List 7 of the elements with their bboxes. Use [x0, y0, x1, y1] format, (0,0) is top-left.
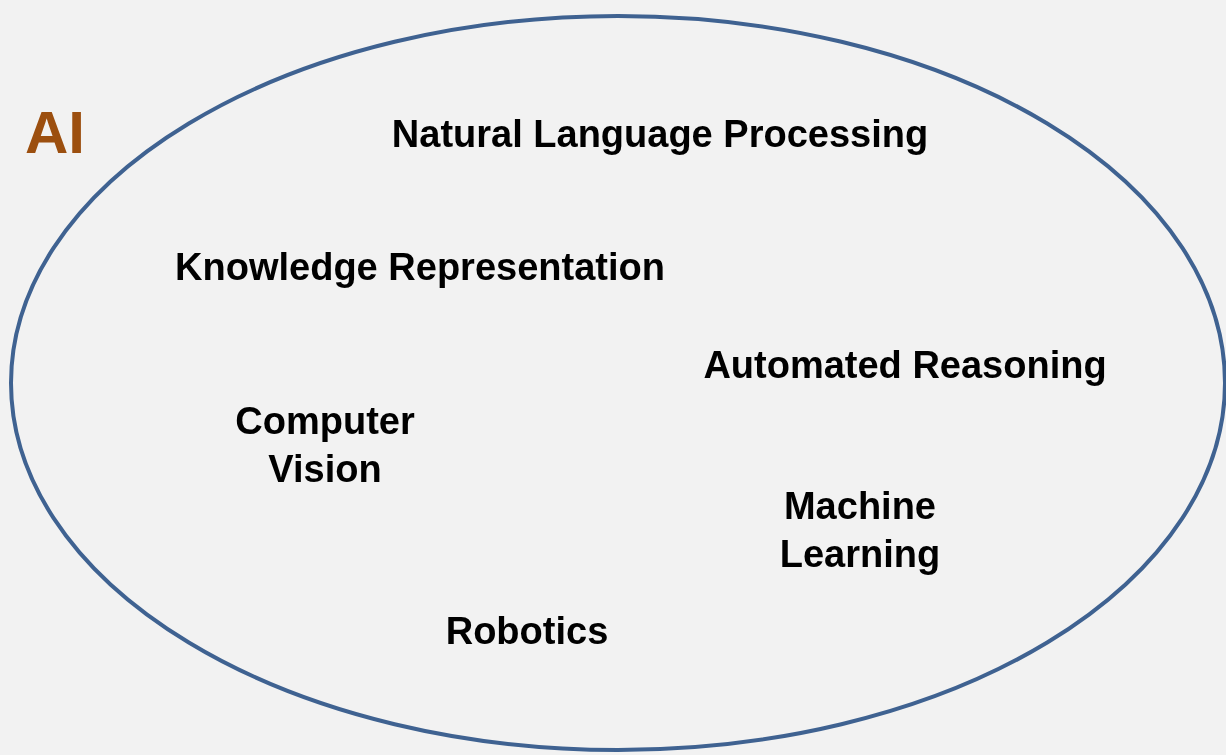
set-heading: AI — [25, 103, 85, 163]
field-label: Machine Learning — [778, 483, 942, 577]
field-label: Computer Vision — [234, 398, 416, 491]
field-label: Robotics — [445, 609, 609, 655]
field-label: Natural Language Processing — [391, 112, 929, 158]
field-label: Knowledge Representation — [175, 245, 665, 291]
field-label: Automated Reasoning — [703, 343, 1107, 389]
